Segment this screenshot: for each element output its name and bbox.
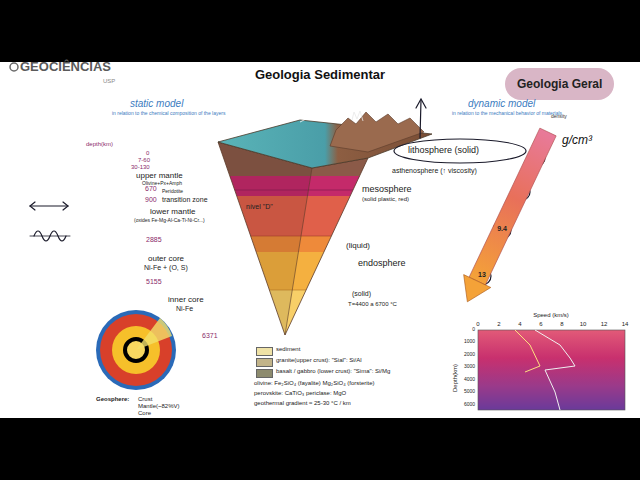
state-note: (solid plastic, red)	[362, 196, 409, 203]
layer-name: nível "D"	[246, 203, 273, 211]
legend-swatch	[256, 358, 273, 367]
legend-text: basalt / gabbro (lower crust): "Sima": S…	[276, 368, 390, 375]
legend-text: sediment	[276, 346, 300, 353]
tick-label: 3000	[464, 364, 475, 370]
tick-label: 4000	[464, 377, 475, 383]
black-bar	[0, 418, 640, 480]
layer-name: mesosphere	[362, 184, 412, 194]
state-note: (liquid)	[346, 241, 370, 250]
model-heading: static model	[130, 98, 183, 110]
layer-name: outer core	[148, 254, 184, 263]
axis-title: Speed (km/s)	[533, 312, 569, 319]
tick-label: 0	[472, 327, 475, 333]
temperature-note: T=4400 a 6700 °C	[348, 301, 397, 308]
composition-note: Ni-Fe + (O, S)	[144, 264, 188, 272]
tick-label: 2	[497, 321, 500, 328]
density-value: 9.4	[497, 225, 507, 233]
tick-label: 5000	[464, 389, 475, 395]
slide-title: Geologia Sedimentar	[255, 68, 385, 83]
legend-swatch	[256, 347, 273, 356]
black-bar	[0, 0, 640, 62]
layer-name: transition zone	[162, 196, 208, 204]
depth-value: 0	[146, 150, 149, 157]
axis-title: depth(km)	[86, 141, 113, 148]
tick-label: 14	[622, 321, 629, 328]
globe-caption: Crust	[138, 396, 152, 403]
tick-label: 0	[476, 321, 479, 328]
tick-label: 8	[560, 321, 563, 328]
mineral-note: Peridotite	[162, 189, 183, 195]
model-note: in relation to the chemical composition …	[112, 111, 225, 117]
depth-value: 5155	[146, 278, 162, 286]
depth-value: 7-60	[138, 157, 150, 164]
pill-text: Geologia Geral	[517, 77, 602, 91]
density-value: 13	[478, 271, 486, 279]
mineral-note: (oxides Fe-Mg-Al-Ca-Ti-Ni-Cr...)	[134, 218, 205, 224]
logo-text: GEOCIÊNCIAS	[20, 60, 111, 75]
layer-name: endosphere	[358, 258, 406, 268]
composition-note: Ni-Fe	[176, 305, 193, 313]
logo-mark	[10, 63, 18, 71]
tick-label: 1000	[464, 339, 475, 345]
ink-annotations	[30, 99, 545, 285]
layer-name: upper mantle	[136, 171, 183, 180]
legend-swatch	[256, 369, 273, 378]
layer-name: asthenosphere (↑ viscosity)	[392, 167, 477, 175]
topic-pill: Geologia Geral	[505, 68, 614, 100]
model-note: in relation to the mechanical behavior o…	[452, 111, 562, 117]
gradient-note: geothermal gradient ≈ 25-30 °C / km	[254, 400, 351, 407]
axis-title: Depth(km)	[452, 364, 459, 392]
depth-value: 670	[145, 185, 157, 193]
globe-caption: Mantle(~82%V)	[138, 403, 180, 410]
tick-label: 4	[518, 321, 521, 328]
tick-label: 6	[539, 321, 542, 328]
state-note: (solid)	[352, 290, 371, 298]
depth-value: 6371	[202, 332, 218, 340]
earth-wedge	[200, 111, 432, 340]
layer-name: inner core	[168, 295, 204, 304]
depth-value: 2885	[146, 236, 162, 244]
globe-caption: Core	[138, 410, 151, 417]
model-heading: dynamic model	[468, 98, 535, 110]
legend-text: granite(upper crust): "Sial": Si/Al	[276, 357, 362, 364]
handwritten-note: g/cm³	[562, 134, 592, 148]
depth-value: 900	[145, 196, 157, 204]
axis-title: density	[551, 114, 567, 120]
velocity-chart	[478, 330, 625, 410]
mineral-note: perovskite: CaTiO₃ periclase: MgO	[254, 390, 346, 397]
tick-label: 10	[580, 321, 587, 328]
mineral-note: olivine: Fe₂SiO₄ (fayalite) Mg₂SiO₄ (for…	[254, 380, 375, 387]
depth-value: 30-130	[131, 164, 150, 171]
tick-label: 12	[601, 321, 608, 328]
tick-label: 6000	[464, 402, 475, 408]
layer-name: lower mantle	[150, 207, 195, 216]
tick-label: 2000	[464, 352, 475, 358]
logo-sub: USP	[103, 78, 115, 85]
layer-name: lithosphere (solid)	[408, 145, 479, 155]
globe-caption: Geosphere:	[96, 396, 129, 403]
geosphere-globe	[96, 310, 176, 390]
